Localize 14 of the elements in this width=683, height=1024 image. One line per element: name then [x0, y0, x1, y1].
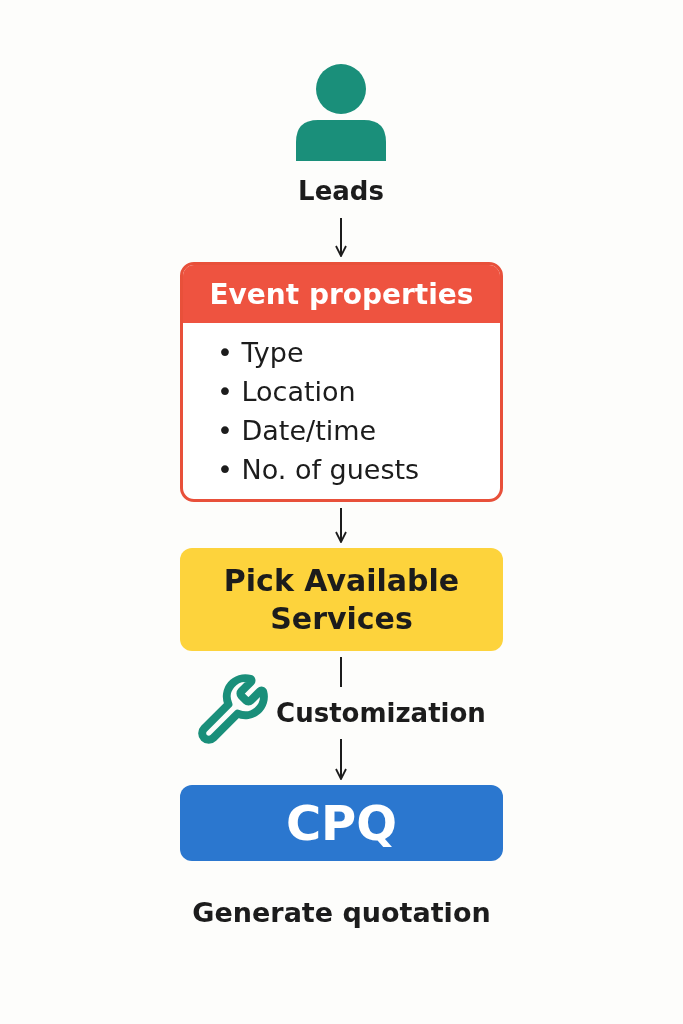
- arrow: [335, 217, 347, 257]
- arrow: [335, 738, 347, 780]
- card-heading: Event properties: [183, 265, 500, 323]
- list-item: • No. of guests: [217, 453, 421, 487]
- node-label: Leads: [298, 176, 384, 206]
- caption-text: Generate quotation: [191, 897, 492, 928]
- process-box: Pick Available Services: [180, 548, 503, 651]
- properties-card: [180, 262, 503, 502]
- list-item: • Date/time: [217, 414, 378, 448]
- node-label: Customization: [276, 698, 486, 728]
- process-box: CPQ: [180, 785, 503, 861]
- arrow: [335, 507, 347, 543]
- list-item: • Location: [217, 375, 357, 409]
- list-item: • Type: [217, 336, 305, 370]
